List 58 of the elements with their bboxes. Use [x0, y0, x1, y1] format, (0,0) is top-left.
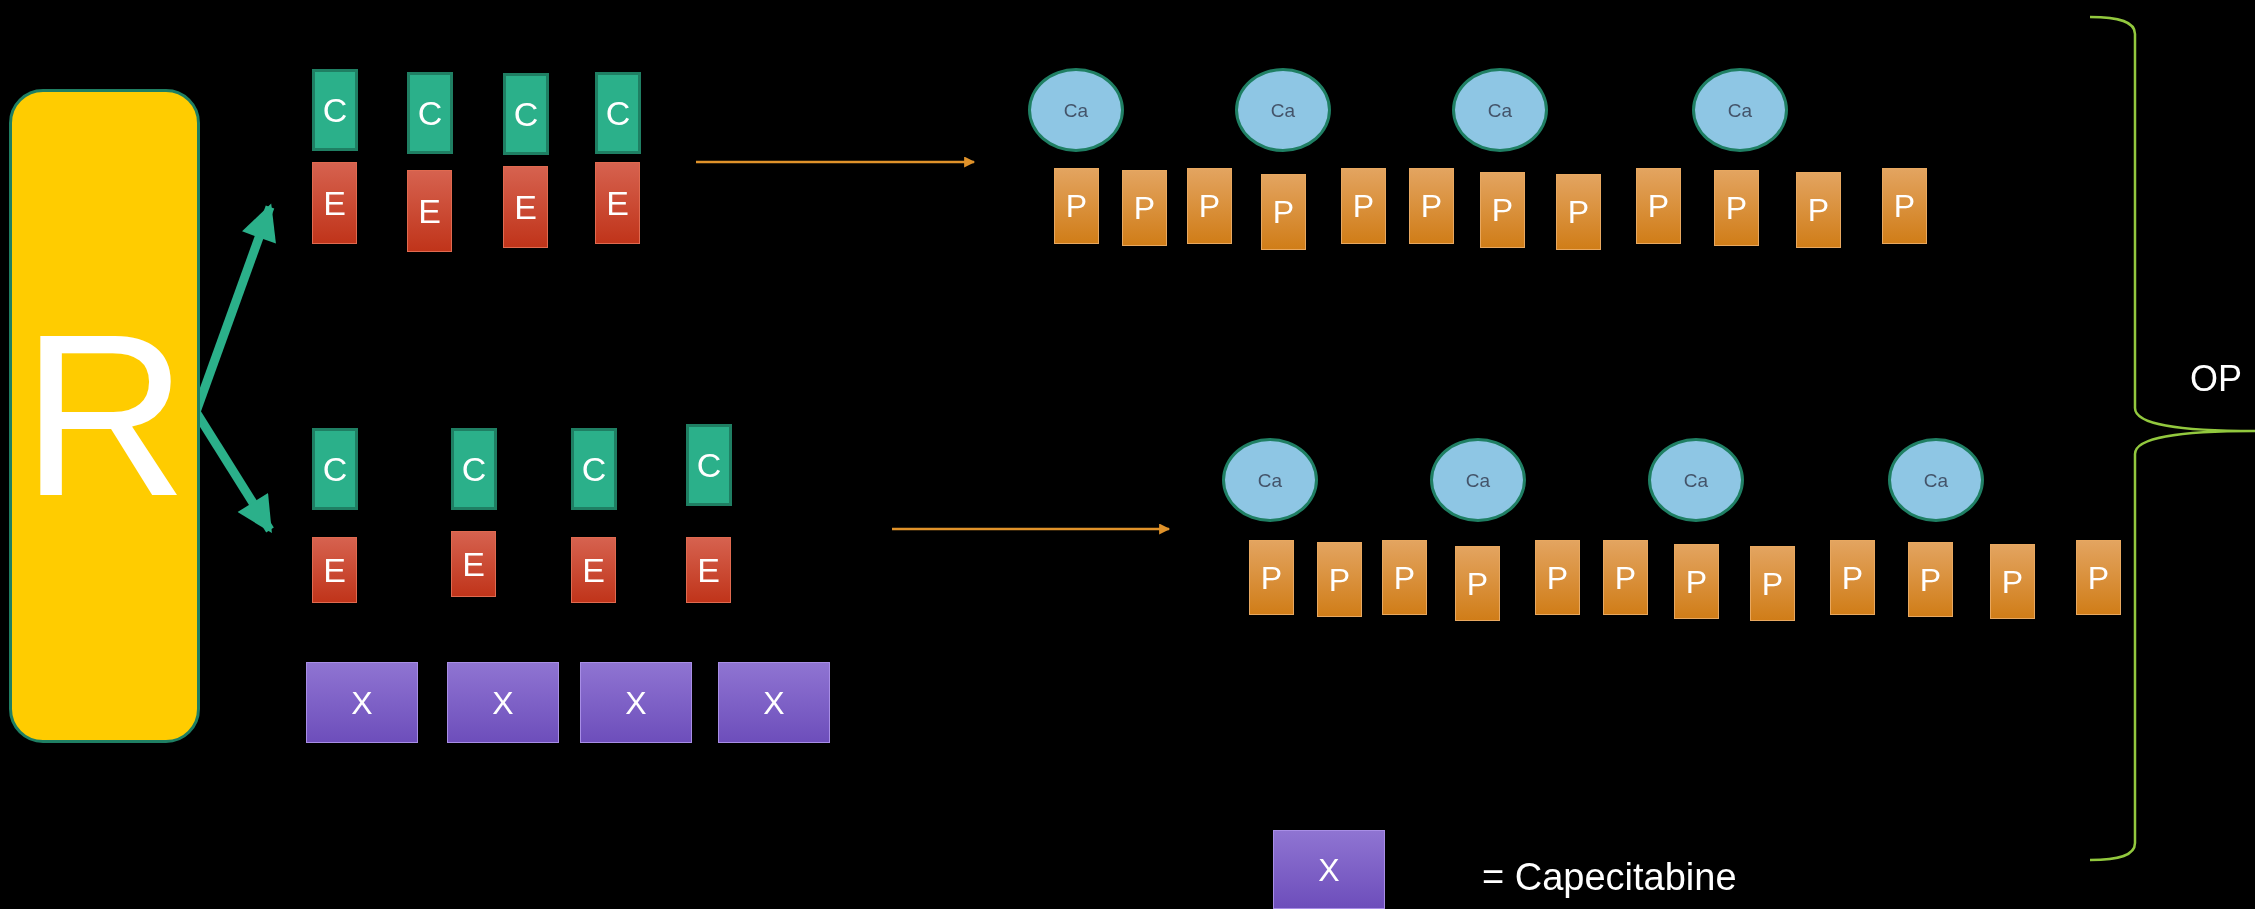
cycle-box: P: [1750, 546, 1795, 621]
cycle-box: C: [686, 424, 732, 506]
cycle-box: E: [312, 537, 357, 603]
cycle-box: P: [1382, 540, 1427, 615]
cycle-box: P: [1187, 168, 1232, 244]
cycle-box: P: [1796, 172, 1841, 248]
cycle-box: X: [306, 662, 418, 743]
cycle-box: X: [447, 662, 559, 743]
cycle-box: C: [571, 428, 617, 510]
cycle-box: P: [1674, 544, 1719, 619]
cycle-box: X: [718, 662, 830, 743]
cycle-box: P: [1908, 542, 1953, 617]
cycle-box: P: [1455, 546, 1500, 621]
cycle-box: E: [503, 166, 548, 248]
cycle-ellipse: Ca: [1648, 438, 1744, 522]
cycle-ellipse: Ca: [1028, 68, 1124, 152]
cycle-box: P: [1556, 174, 1601, 250]
cycle-box: C: [595, 72, 641, 154]
cycle-box: P: [1535, 540, 1580, 615]
randomization-box: R: [9, 89, 200, 743]
cycle-box: X: [580, 662, 692, 743]
cycle-ellipse: Ca: [1430, 438, 1526, 522]
legend-text: = Capecitabine: [1482, 858, 1737, 896]
cycle-box: C: [503, 73, 549, 155]
cycle-box: P: [1317, 542, 1362, 617]
cycle-box: C: [312, 428, 358, 510]
cycle-box: P: [2076, 540, 2121, 615]
cycle-box: P: [1054, 168, 1099, 244]
cycle-box: P: [1261, 174, 1306, 250]
cycle-box: E: [451, 531, 496, 597]
cycle-box: P: [1409, 168, 1454, 244]
cycle-box: C: [312, 69, 358, 151]
cycle-box: P: [1341, 168, 1386, 244]
cycle-ellipse: Ca: [1222, 438, 1318, 522]
cycle-box: E: [312, 162, 357, 244]
cycle-box: P: [1122, 170, 1167, 246]
cycle-box: P: [1636, 168, 1681, 244]
cycle-box: P: [1603, 540, 1648, 615]
cycle-box: E: [407, 170, 452, 252]
cycle-box: P: [1714, 170, 1759, 246]
cycle-box: C: [451, 428, 497, 510]
cycle-box: P: [1480, 172, 1525, 248]
arrow: [892, 523, 1171, 535]
cycle-box: P: [1990, 544, 2035, 619]
cycle-ellipse: Ca: [1235, 68, 1331, 152]
cycle-box: P: [1830, 540, 1875, 615]
cycle-ellipse: Ca: [1888, 438, 1984, 522]
cycle-box: C: [407, 72, 453, 154]
cycle-box: P: [1882, 168, 1927, 244]
cycle-ellipse: Ca: [1452, 68, 1548, 152]
cycle-box: E: [595, 162, 640, 244]
cycle-box: E: [686, 537, 731, 603]
cycle-box: E: [571, 537, 616, 603]
cycle-box: X: [1273, 830, 1385, 909]
cycle-box: P: [1249, 540, 1294, 615]
cycle-ellipse: Ca: [1692, 68, 1788, 152]
phase-label: OP: [2190, 361, 2242, 397]
arrow: [696, 156, 976, 168]
